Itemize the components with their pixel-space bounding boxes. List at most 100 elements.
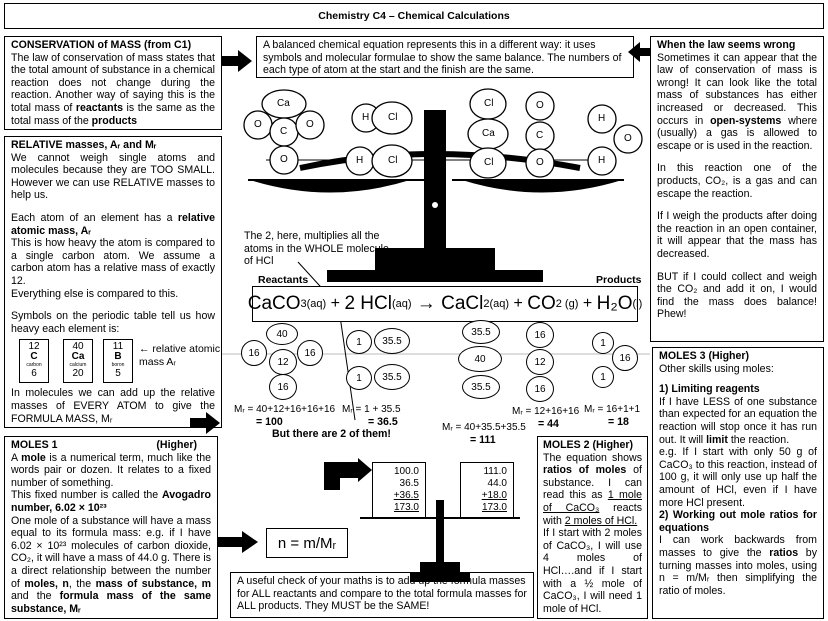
mass-circle: 1 <box>346 366 372 390</box>
law-wrong-p2: In this reaction one of the products, CO… <box>657 162 817 200</box>
calc-caco3-result: = 100 <box>256 416 283 428</box>
calc-h2o-result: = 18 <box>608 416 629 428</box>
moles2-p1b: ratios of moles <box>543 464 627 477</box>
relative-p5: Symbols on the periodic table tell us ho… <box>11 310 215 335</box>
check-note-box: A useful check of your maths is to add u… <box>230 572 534 618</box>
conservation-heading: CONSERVATION of MASS (from C1) <box>11 39 192 51</box>
element-mass: 11 <box>112 341 124 353</box>
balanced-note-box: A balanced chemical equation represents … <box>256 36 634 78</box>
calc-two-of-them: But there are 2 of them! <box>272 428 391 440</box>
mass-circle: 16 <box>612 345 638 371</box>
conservation-box: CONSERVATION of MASS (from C1) The law o… <box>4 36 222 130</box>
scale-right-value: 111.0 <box>483 466 507 477</box>
atom-label: Cl <box>388 112 398 123</box>
eq-plus1: + <box>326 295 345 312</box>
law-wrong-p3: If I weigh the products after doing the … <box>657 210 817 260</box>
calc-caco3: Mᵣ = 40+12+16+16+16 <box>234 404 336 415</box>
arrow-conservation-icon <box>222 50 252 72</box>
eq-caco3: CaCO <box>247 293 301 314</box>
moles2-p1d: 1 mole of CaCO₃ <box>543 489 642 514</box>
atom-label: H <box>598 113 606 124</box>
atom-label: O <box>536 100 544 111</box>
balance-scale-icon <box>248 110 624 282</box>
moles1-p3c: and the <box>11 590 60 603</box>
atom-label: O <box>280 154 288 165</box>
law-wrong-box: When the law seems wrong Sometimes it ca… <box>650 36 824 342</box>
moles2-p1f: 2 moles of HCl. <box>564 514 638 527</box>
calc-co2: Mᵣ = 12+16+16 <box>512 406 580 417</box>
mass-circle: 16 <box>526 376 554 402</box>
eq-co2-sub: 2 (g) <box>555 298 579 310</box>
moles2-p1c: of substance. I can read this as <box>543 464 642 502</box>
atom-label: C <box>280 126 288 137</box>
element-number: 6 <box>31 368 37 380</box>
moles3-sub: Other skills using moles: <box>659 362 774 375</box>
mass-circle: 1 <box>592 332 614 354</box>
moles1-p2a: This fixed number is called the <box>11 489 162 502</box>
atom-label: O <box>536 157 544 168</box>
moles1-p1c: is a numerical term, much like the words… <box>11 451 211 489</box>
element-symbol: B <box>114 351 122 363</box>
atom-label: O <box>254 119 262 130</box>
scale-right-value: 44.0 <box>487 478 507 489</box>
law-wrong-heading: When the law seems wrong <box>657 39 796 51</box>
moles1-p2b: Avogadro number, 6.02 × 10²³ <box>11 489 211 514</box>
mass-circle: 16 <box>526 322 554 348</box>
atom-label: H <box>356 155 364 166</box>
left-pan-atoms-icon <box>243 89 413 178</box>
moles3-h2: 2) Working out mole ratios for equations <box>659 509 817 534</box>
atom-label: Cl <box>484 98 494 109</box>
scale-right-total: 173.0 <box>481 502 507 513</box>
moles3-heading: MOLES 3 (Higher) <box>659 350 750 362</box>
calc-hcl-result: = 36.5 <box>368 416 398 428</box>
eq-plus3: + <box>578 295 597 312</box>
calc-cacl2: Mᵣ = 40+35.5+35.5 <box>442 422 526 433</box>
atom-label: H <box>362 112 370 123</box>
moles1-mass: mass of substance, m <box>95 577 212 590</box>
moles1-p3: One mole of a substance will have a mass… <box>11 514 211 590</box>
atom-label: Ca <box>482 128 495 139</box>
scale-left-value: 36.5 <box>399 478 419 489</box>
atom-label: Cl <box>388 155 398 166</box>
mass-circle: 35.5 <box>462 320 500 344</box>
moles3-p2: e.g. If I start with only 50 g of CaCO₃ … <box>659 446 817 509</box>
eq-cacl2-sub: 2(aq) <box>483 298 510 310</box>
atom-label: Cl <box>484 157 494 168</box>
hcl-note: The 2, here, multiplies all the atoms in… <box>244 230 389 268</box>
atom-label: Ca <box>277 98 290 109</box>
scale-left-value: +36.5 <box>393 490 419 501</box>
element-card-boron: 11 B boron 5 <box>103 339 133 384</box>
formula-text: n = m/Mᵣ <box>277 534 337 552</box>
element-number: 5 <box>115 368 121 380</box>
mass-circle: 12 <box>526 349 554 375</box>
moles1-tag: (Higher) <box>156 439 197 451</box>
page-title: Chemistry C4 – Chemical Calculations <box>318 10 510 22</box>
atom-label: H <box>598 155 606 166</box>
atom-label: C <box>536 130 544 141</box>
moles2-p1a: The equation shows <box>543 451 642 464</box>
conservation-text: The law of conservation of mass states t… <box>11 51 215 114</box>
mass-circle: 35.5 <box>374 328 410 354</box>
scale-left-pan: 100.0 36.5 +36.5 173.0 <box>372 462 426 518</box>
mass-circle: 35.5 <box>462 375 500 399</box>
moles2-p1e: reacts with <box>543 501 643 527</box>
element-symbol: C <box>30 351 38 363</box>
law-wrong-p1c: where (usually) a gas is allowed to esca… <box>657 114 817 152</box>
moles3-p1c: the reaction. <box>727 433 790 446</box>
relative-box: RELATIVE masses, Aᵣ and Mᵣ We cannot wei… <box>4 136 222 428</box>
eq-plus2: + <box>509 295 528 312</box>
arrow-law-wrong-icon <box>628 42 650 62</box>
moles1-header: MOLES 1 (Higher) <box>11 439 211 452</box>
moles1-p3b: , the <box>68 577 96 590</box>
eq-co2: CO <box>527 293 556 314</box>
moles1-formula: formula mass of the same substance, Mᵣ <box>11 590 211 615</box>
mass-circle: 1 <box>346 330 372 354</box>
element-card-calcium: 40 Ca calcium 20 <box>63 339 93 384</box>
relative-heading: RELATIVE masses, Aᵣ and Mᵣ <box>11 139 157 151</box>
relative-p4: Everything else is compared to this. <box>11 287 179 300</box>
eq-h2o: H₂O <box>596 293 633 314</box>
eq-arrow: → <box>411 293 442 314</box>
element-mass: 12 <box>28 341 40 353</box>
